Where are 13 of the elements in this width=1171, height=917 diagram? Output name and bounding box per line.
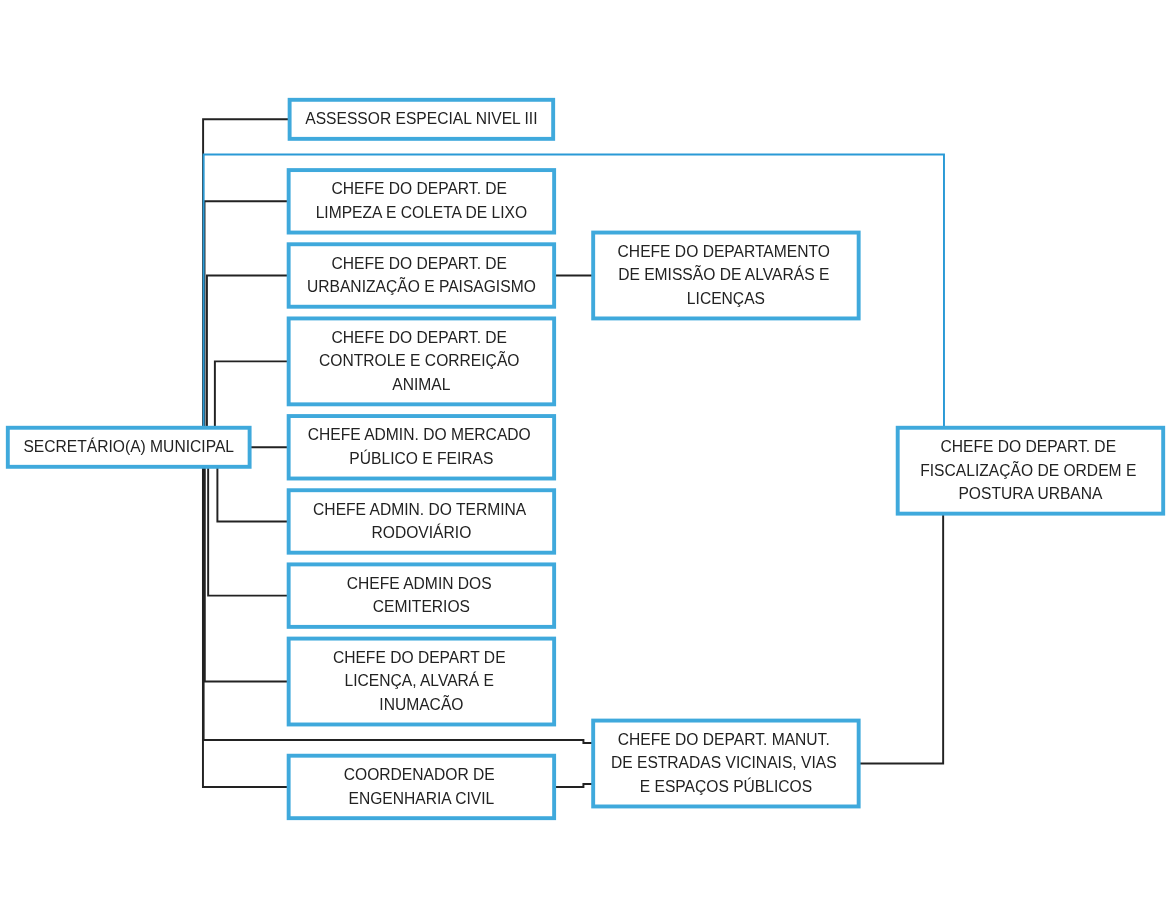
node-box: CHEFE DO DEPART. MANUT. DE ESTRADAS VICINAIS, VIAS E ESPAÇOS PÚBLICOS bbox=[591, 718, 861, 808]
node-box: CHEFE ADMIN DOS CEMITERIOS bbox=[286, 561, 557, 629]
node-box: CHEFE DO DEPART DE LICENÇA, ALVARÁ E INUMACÃO bbox=[286, 636, 557, 726]
node-box: CHEFE DO DEPART. DE URBANIZAÇÃO E PAISAGISMO bbox=[286, 241, 557, 309]
node-box: COORDENADOR DE ENGENHARIA CIVIL bbox=[286, 753, 557, 820]
node-box: CHEFE DO DEPART. DE LIMPEZA E COLETA DE LIXO bbox=[286, 167, 557, 234]
node-box: CHEFE DO DEPART. DE CONTROLE E CORREIÇÃO ANIMAL bbox=[286, 316, 557, 406]
node-box: CHEFE ADMIN. DO TERMINA RODOVIÁRIO bbox=[286, 487, 557, 555]
node-box: ASSESSOR ESPECIAL NIVEL III bbox=[287, 97, 556, 141]
node-box: CHEFE DO DEPART. DE FISCALIZAÇÃO DE ORDEM E POSTURA URBANA bbox=[895, 425, 1166, 516]
node-box: CHEFE ADMIN. DO MERCADO PÚBLICO E FEIRAS bbox=[286, 413, 557, 480]
node-box: CHEFE DO DEPARTAMENTO DE EMISSÃO DE ALVARÁS E LICENÇAS bbox=[591, 230, 861, 320]
node-box: SECRETÁRIO(A) MUNICIPAL bbox=[5, 425, 252, 469]
